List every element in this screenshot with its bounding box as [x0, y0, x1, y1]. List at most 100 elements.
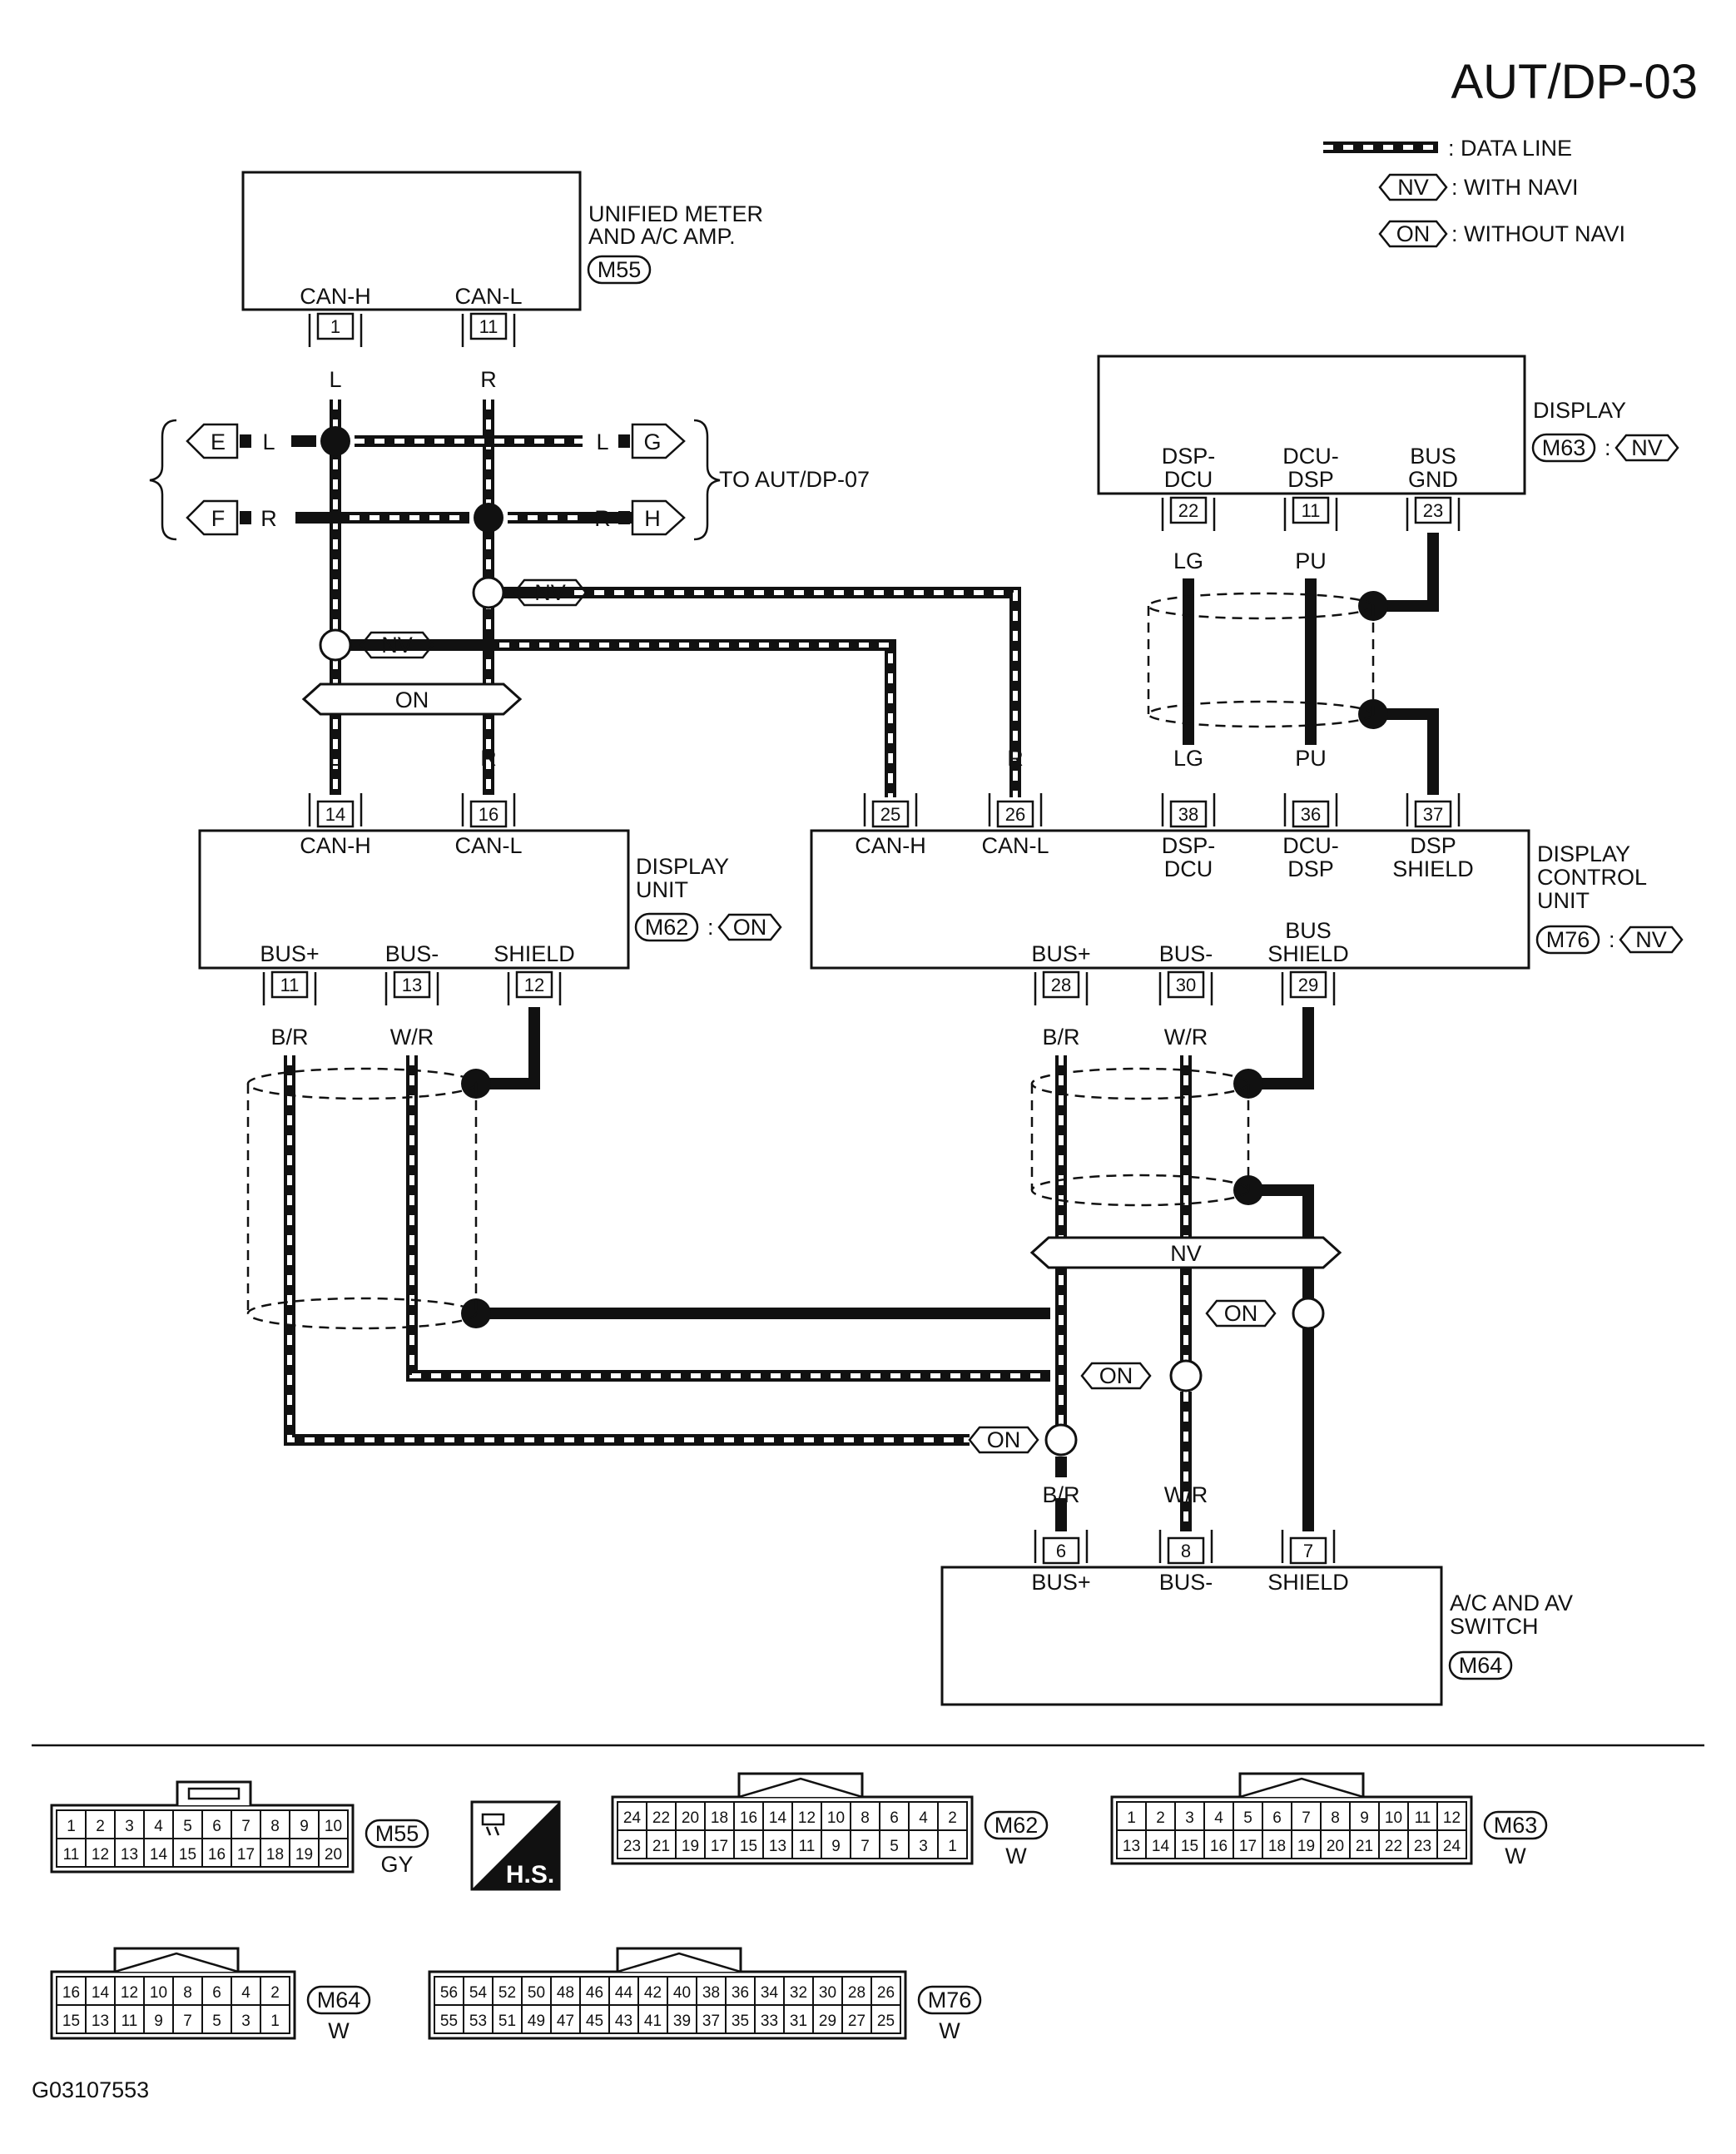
connector-cavity	[1407, 1829, 1438, 1859]
svg-text:AND A/C AMP.: AND A/C AMP.	[588, 224, 736, 249]
svg-text:BUS-: BUS-	[385, 941, 439, 966]
connector-cavity	[1291, 1829, 1322, 1859]
hs-connector-icon	[481, 1813, 505, 1836]
connector-cavity	[646, 1801, 677, 1831]
pin-m76-30: 30	[1158, 970, 1213, 1005]
splice-dot	[320, 426, 350, 456]
connector-tag-m55	[587, 255, 652, 285]
svg-text:11: 11	[280, 975, 300, 995]
branch-arrow-h: R H	[594, 499, 686, 536]
svg-text:B/R: B/R	[1042, 1025, 1079, 1050]
connector-lock-tab	[1238, 1772, 1365, 1797]
cavity-number: 1	[948, 1838, 957, 1855]
svg-text:ON: ON	[987, 1427, 1021, 1452]
connector-color: W	[1505, 1844, 1526, 1869]
cavity-number: 9	[300, 1818, 309, 1835]
svg-text::: :	[1609, 927, 1615, 952]
cavity-number: 15	[179, 1846, 196, 1864]
cavity-number: 2	[270, 1984, 280, 2002]
svg-text:F: F	[211, 506, 226, 531]
connector-cavity	[879, 1829, 910, 1859]
svg-text:ON: ON	[1396, 221, 1431, 246]
hs-badge: H.S.	[470, 1800, 561, 1891]
cavity-number: 12	[798, 1809, 816, 1827]
svg-text:B/R: B/R	[270, 1025, 308, 1050]
cavity-number: 49	[528, 2013, 545, 2030]
svg-text:L: L	[596, 429, 608, 454]
cavity-number: 39	[673, 2013, 691, 2030]
svg-text:38: 38	[1178, 804, 1198, 825]
svg-text:DSP: DSP	[1287, 856, 1334, 881]
svg-text:H.S.: H.S.	[506, 1861, 554, 1888]
wire-dsp-shield	[1373, 708, 1439, 795]
cavity-number: 15	[62, 2013, 80, 2030]
connector-id-tag	[917, 1985, 982, 2015]
figure-id: G03107553	[32, 2077, 149, 2102]
connector-id: M76	[928, 1988, 972, 2013]
svg-text:NV: NV	[1397, 175, 1429, 200]
on-variant-bar: ON	[301, 682, 523, 716]
svg-text:ON: ON	[733, 915, 767, 940]
svg-text:DCU: DCU	[1164, 467, 1213, 492]
cavity-number: 31	[790, 2013, 807, 2030]
svg-text:M64: M64	[1459, 1653, 1503, 1678]
cavity-number: 12	[92, 1846, 109, 1864]
connector-cavity	[1378, 1829, 1409, 1859]
pin-m63-11: 11	[1283, 496, 1338, 531]
cavity-number: 19	[1297, 1838, 1315, 1855]
cavity-number: 46	[586, 1984, 603, 2002]
cavity-number: 1	[1127, 1809, 1136, 1827]
connector-cavity	[1174, 1801, 1205, 1831]
svg-text:23: 23	[1423, 500, 1443, 521]
cavity-number: 18	[266, 1846, 284, 1864]
connector-cavity	[1262, 1829, 1292, 1859]
connector-id: M63	[1494, 1813, 1538, 1838]
connector-color: W	[328, 2018, 350, 2043]
cavity-number: 5	[1243, 1809, 1252, 1827]
nv-tag	[1614, 434, 1679, 462]
svg-text:37: 37	[1423, 804, 1443, 825]
cavity-number: 17	[237, 1846, 255, 1864]
svg-text:NV: NV	[1631, 435, 1663, 460]
svg-text:UNIFIED METER: UNIFIED METER	[588, 201, 763, 226]
svg-text:A/C AND AV: A/C AND AV	[1450, 1591, 1573, 1616]
cavity-number: 14	[1152, 1838, 1170, 1855]
pin-m55-11: 11	[461, 312, 516, 347]
cavity-number: 6	[1272, 1809, 1282, 1827]
cavity-number: 5	[212, 2013, 221, 2030]
connector-cavity	[579, 2004, 610, 2034]
svg-text:1: 1	[330, 316, 340, 337]
cavity-number: 29	[819, 2013, 836, 2030]
cavity-number: 45	[586, 2013, 603, 2030]
svg-text:LG: LG	[1173, 746, 1203, 771]
cavity-number: 7	[241, 1818, 250, 1835]
pin-m62-16: 16	[461, 793, 516, 828]
svg-text:DCU-: DCU-	[1282, 833, 1339, 858]
svg-text:DSP: DSP	[1287, 467, 1334, 492]
svg-text:SHIELD: SHIELD	[1267, 941, 1349, 966]
to-aut-dp-07: TO AUT/DP-07	[719, 467, 870, 492]
cavity-number: 43	[615, 2013, 632, 2030]
cavity-number: 8	[270, 1818, 280, 1835]
svg-text:BUS: BUS	[1410, 444, 1456, 469]
cavity-number: 6	[212, 1818, 221, 1835]
svg-text:E: E	[211, 429, 226, 454]
option-splice	[1044, 1423, 1078, 1457]
svg-text:BUS-: BUS-	[1159, 1570, 1213, 1595]
connector-cavity	[1349, 1829, 1380, 1859]
svg-text:26: 26	[1005, 804, 1025, 825]
cavity-number: 8	[183, 1984, 192, 2002]
connector-cavity	[231, 1838, 261, 1868]
connector-cavity	[812, 2004, 843, 2034]
pin-m64-6: 6	[1034, 1530, 1089, 1565]
cavity-number: 11	[799, 1838, 816, 1855]
svg-text:BUS: BUS	[1285, 918, 1332, 943]
nv-tag	[1619, 926, 1684, 954]
legend: : DATA LINE NV : WITH NAVI ON : WITHOUT …	[1323, 136, 1625, 248]
cavity-number: 3	[919, 1838, 928, 1855]
connector-cavity	[870, 2004, 901, 2034]
pin-m55-1: 1	[308, 312, 363, 347]
svg-text:R: R	[260, 506, 277, 531]
cavity-number: 18	[1268, 1838, 1286, 1855]
